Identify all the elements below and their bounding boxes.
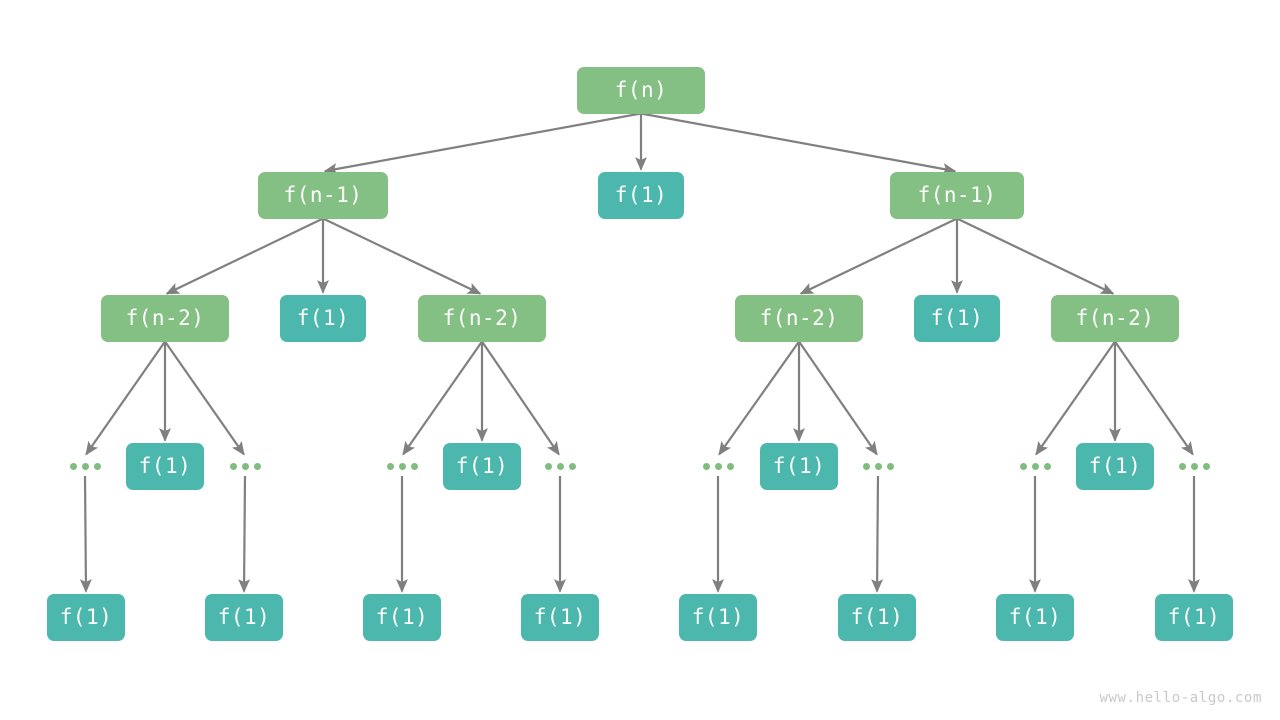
base-case-node: f(1) bbox=[679, 593, 757, 641]
base-case-node: f(1) bbox=[205, 593, 283, 641]
ellipsis-node bbox=[225, 456, 265, 476]
ellipsis-dot bbox=[81, 462, 89, 470]
recursive-call-node: f(n-2) bbox=[735, 294, 863, 342]
edge-arrow bbox=[323, 112, 642, 175]
ellipsis-node bbox=[540, 456, 580, 476]
base-case-node: f(1) bbox=[443, 442, 521, 490]
ellipsis-dot bbox=[862, 462, 870, 470]
base-case-node: f(1) bbox=[760, 442, 838, 490]
ellipsis-dot bbox=[556, 462, 564, 470]
base-case-node: f(1) bbox=[1076, 442, 1154, 490]
ellipsis-dot bbox=[1031, 462, 1039, 470]
ellipsis-dot bbox=[1019, 462, 1027, 470]
ellipsis-dot bbox=[874, 462, 882, 470]
ellipsis-dot bbox=[568, 462, 576, 470]
edge-arrow bbox=[85, 340, 166, 456]
base-case-node: f(1) bbox=[280, 294, 366, 342]
edge-arrow bbox=[798, 340, 878, 456]
ellipsis-node bbox=[698, 456, 738, 476]
base-case-node: f(1) bbox=[363, 593, 441, 641]
ellipsis-dot bbox=[241, 462, 249, 470]
ellipsis-dot bbox=[398, 462, 406, 470]
recursive-call-node: f(n) bbox=[577, 66, 705, 114]
edge-arrow bbox=[640, 112, 957, 175]
edge-arrow bbox=[402, 340, 483, 456]
edge-arrow bbox=[165, 217, 324, 295]
edge-arrow bbox=[799, 217, 958, 295]
ellipsis-dot bbox=[1178, 462, 1186, 470]
watermark: www.hello-algo.com bbox=[1099, 690, 1262, 706]
recursive-call-node: f(n-1) bbox=[890, 171, 1024, 219]
recursive-call-node: f(n-2) bbox=[1051, 294, 1179, 342]
ellipsis-dot bbox=[1202, 462, 1210, 470]
base-case-node: f(1) bbox=[126, 442, 204, 490]
base-case-node: f(1) bbox=[521, 593, 599, 641]
ellipsis-dot bbox=[229, 462, 237, 470]
ellipsis-node bbox=[1174, 456, 1214, 476]
ellipsis-dot bbox=[386, 462, 394, 470]
base-case-node: f(1) bbox=[838, 593, 916, 641]
ellipsis-dot bbox=[886, 462, 894, 470]
edge-arrow bbox=[871, 475, 884, 593]
recursive-call-node: f(n-2) bbox=[101, 294, 229, 342]
ellipsis-dot bbox=[544, 462, 552, 470]
base-case-node: f(1) bbox=[1155, 593, 1233, 641]
ellipsis-dot bbox=[702, 462, 710, 470]
ellipsis-dot bbox=[69, 462, 77, 470]
edge-arrow bbox=[481, 340, 560, 456]
recursive-call-node: f(n-1) bbox=[258, 171, 388, 219]
ellipsis-dot bbox=[410, 462, 418, 470]
ellipsis-dot bbox=[714, 462, 722, 470]
edge-arrow bbox=[79, 475, 92, 593]
edge-arrow bbox=[718, 340, 800, 456]
base-case-node: f(1) bbox=[996, 593, 1074, 641]
edge-arrow bbox=[322, 217, 482, 295]
base-case-node: f(1) bbox=[598, 171, 684, 219]
edge-arrow bbox=[238, 475, 251, 593]
edge-arrow bbox=[164, 340, 245, 456]
base-case-node: f(1) bbox=[914, 294, 1000, 342]
edge-arrow bbox=[1035, 340, 1116, 456]
ellipsis-dot bbox=[93, 462, 101, 470]
ellipsis-dot bbox=[726, 462, 734, 470]
ellipsis-node bbox=[858, 456, 898, 476]
ellipsis-node bbox=[65, 456, 105, 476]
edge-arrow bbox=[956, 217, 1115, 295]
edge-arrow bbox=[1114, 340, 1194, 456]
ellipsis-node bbox=[1015, 456, 1055, 476]
ellipsis-dot bbox=[253, 462, 261, 470]
ellipsis-node bbox=[382, 456, 422, 476]
ellipsis-dot bbox=[1190, 462, 1198, 470]
base-case-node: f(1) bbox=[47, 593, 125, 641]
ellipsis-dot bbox=[1043, 462, 1051, 470]
recursive-call-node: f(n-2) bbox=[418, 294, 546, 342]
